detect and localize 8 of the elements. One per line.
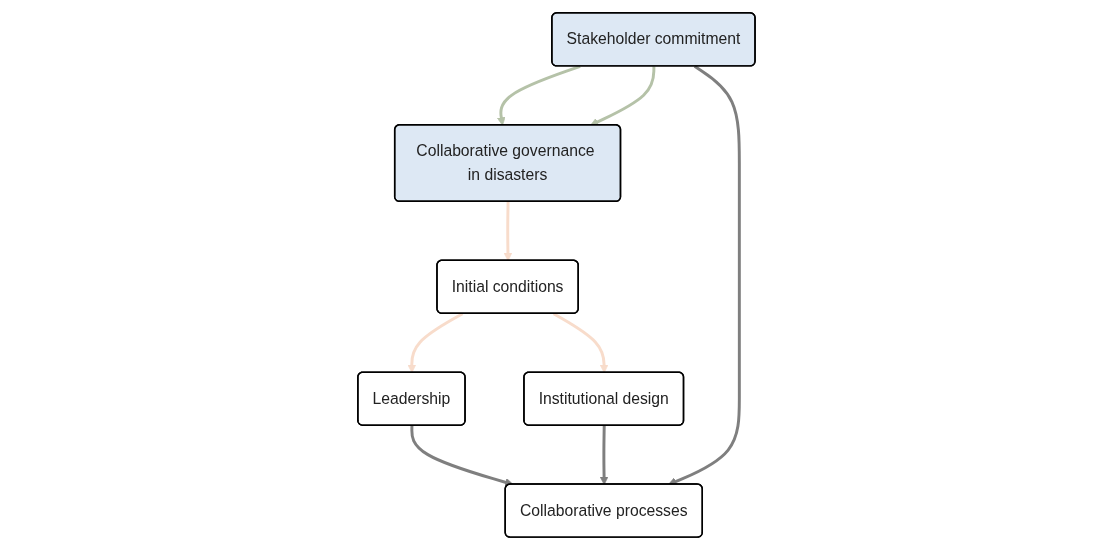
arrow xyxy=(552,312,609,374)
arrow xyxy=(497,65,581,126)
arrow xyxy=(668,65,741,486)
arrow xyxy=(599,425,609,485)
arrow xyxy=(407,312,464,374)
arrow xyxy=(503,201,513,262)
arrow xyxy=(410,425,514,487)
arrow xyxy=(590,66,656,126)
